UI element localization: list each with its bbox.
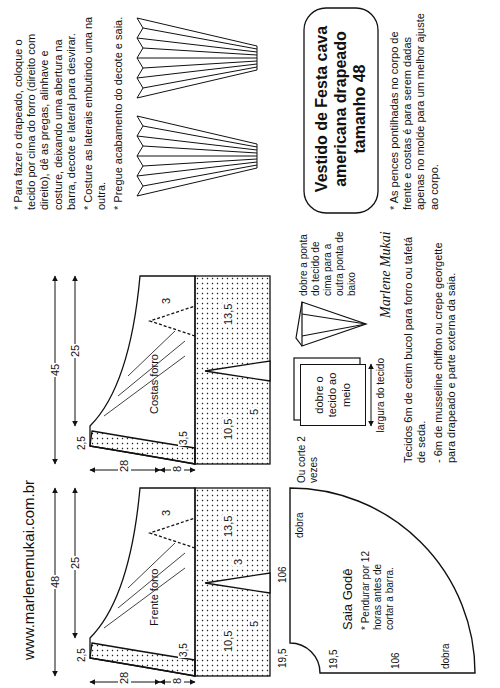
dimension-label: 28 [118,459,131,473]
piece-name: Frente forro [148,569,161,626]
piece-name: Saia Godê [340,569,356,630]
fabric-fold-box: dobre o tecido ao meio [300,364,366,426]
skirt-piece [290,488,475,673]
dimension-label: 25 [69,556,82,570]
dimension-label: 10,5 [222,418,235,441]
dimension-label: 2,5 [76,436,88,450]
dimension-label: 5 [248,408,261,416]
website-url: www.marlenemukai.com.br [20,480,38,660]
signature: Marlene Mukai [378,231,395,318]
dimension-label: 2,5 [76,648,88,662]
dimension-label: 3 [232,558,245,566]
box-text: dobre o tecido ao meio [313,369,353,421]
note-text: * As pences pontilhadas no corpo de fren… [388,10,441,210]
dimension-label: 5 [248,620,261,628]
dimension-label: 19,5 [277,649,289,668]
dimension-label: 3 [160,510,173,516]
note-text: dobre a ponta do tecido de cima para a o… [298,224,358,296]
fold-label: dobra [440,643,452,669]
dimension-label: 106 [277,566,289,583]
note-text: * Pendurar por 12 horas antes de cortar … [360,550,396,630]
dimension-label: 106 [390,652,402,669]
instruction-text: * Para fazer o drapeado, coloque o tecid… [12,10,78,210]
dimension-label: 19,5 [328,650,340,669]
dimension-label: 3,5 [178,430,190,446]
dimension-label: 8 [171,465,184,473]
fold-label: dobra [294,512,306,538]
title-cloud [304,8,378,213]
bodice-piece [55,276,270,470]
dimension-label: 3 [160,298,173,304]
dimension-label: 3,5 [178,642,190,658]
cone-fold [296,302,366,346]
dimension-label: 13,5 [222,303,235,326]
dimension-label: 25 [69,344,82,358]
dimension-label: 13,5 [222,515,235,538]
note-text: largura do tecido [375,358,387,433]
dimension-label: 10,5 [222,630,235,653]
bodice-piece [55,488,270,682]
drape-sketch [137,18,257,196]
width-arrow [371,364,372,426]
dimension-label: 45 [49,363,62,377]
dimension-label: 48 [49,575,62,589]
instruction-text: * Costure as laterais embutindo uma na o… [82,10,108,210]
fabric-note: Tecidos 6m de cetim bucol para forro ou … [402,223,428,463]
dimension-label: 28 [118,671,131,685]
dimension-label: 8 [171,677,184,685]
page-title: Vestido de Festa cava americana drapeado… [312,18,370,200]
piece-name: Costas forro [148,354,161,414]
instruction-text: * Pregue acabamento do decote e saia. [112,10,125,210]
fabric-note: - 6m de musseline chiffon ou crepe georg… [432,223,458,463]
note-text: Ou corte 2 vezes [296,431,320,483]
